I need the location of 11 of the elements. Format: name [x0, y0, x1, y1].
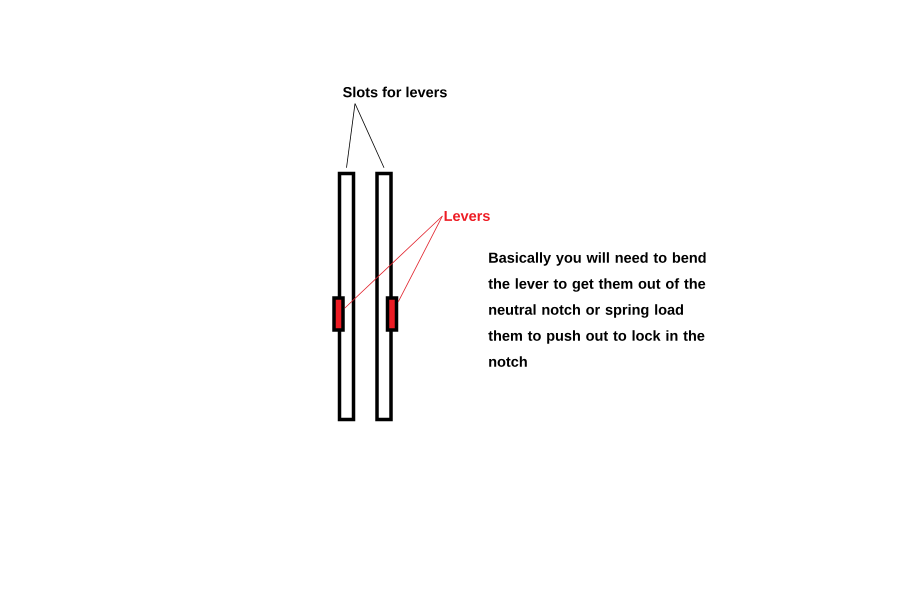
- lever-bar: [332, 296, 345, 332]
- slot-rectangle: [375, 172, 393, 422]
- callout-text: Slots for levers: [343, 86, 447, 98]
- leader-line: [344, 216, 443, 308]
- leader-line: [346, 103, 356, 168]
- callout-text: Levers: [444, 210, 490, 222]
- leader-line: [354, 103, 384, 168]
- lever-bar: [386, 296, 398, 332]
- slot-rectangle: [338, 172, 356, 422]
- leader-line: [398, 216, 443, 302]
- note-text: Basically you will need to bend the lever to get them out of the neutral notch or spring load them to push out to lock in the notch: [488, 252, 706, 367]
